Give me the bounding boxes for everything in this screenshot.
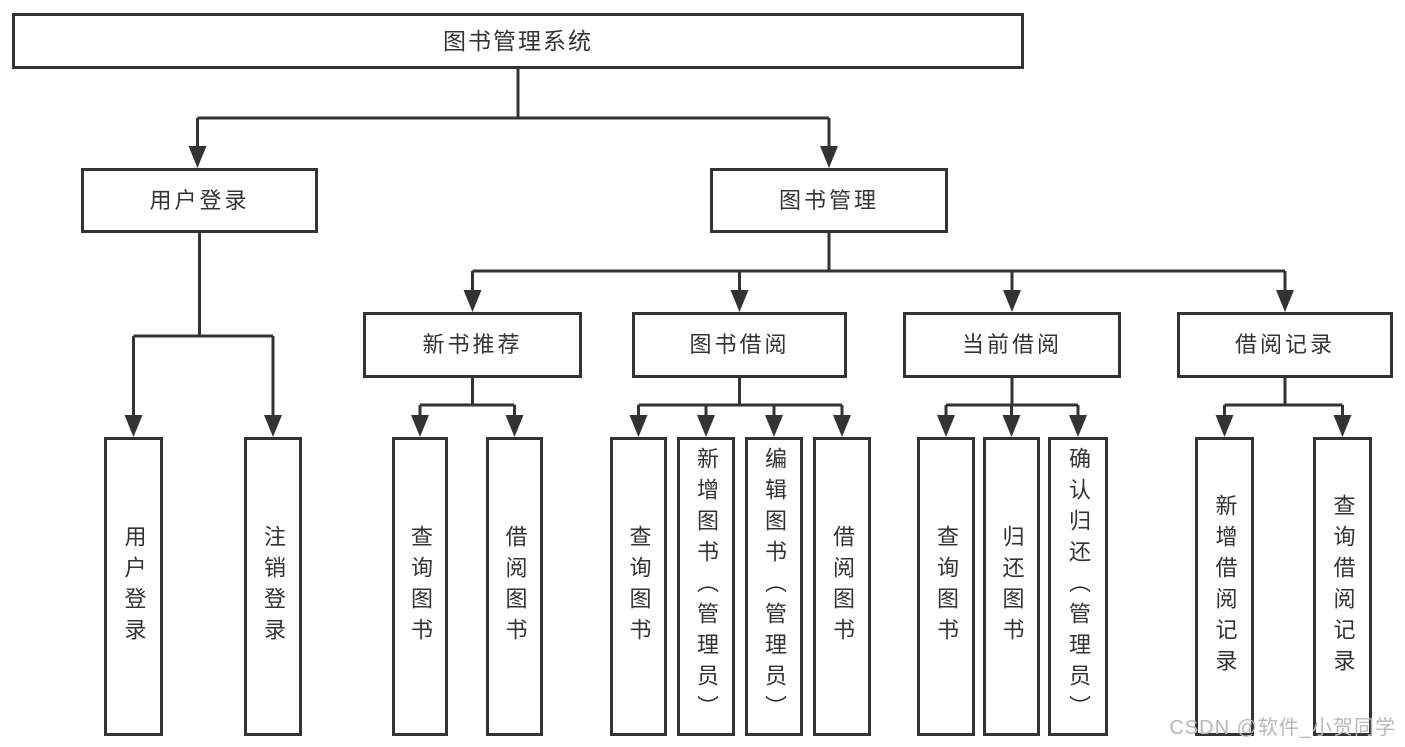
csdn-watermark: CSDN @软件_小贺同学 bbox=[1169, 717, 1396, 739]
connector-root-to-level2 bbox=[196, 69, 831, 150]
arrowheads bbox=[124, 146, 1352, 437]
leaf-edit-book-admin: 编辑图书（管理员） bbox=[745, 437, 803, 736]
node-book-borrow: 图书借阅 bbox=[632, 312, 847, 378]
node-book-management-label: 图书管理 bbox=[778, 187, 879, 213]
arrowhead bbox=[833, 415, 851, 437]
leaf-query-books-recommend-label: 查询图书 bbox=[408, 524, 433, 649]
leaf-query-books-recommend: 查询图书 bbox=[392, 437, 448, 736]
arrowhead bbox=[937, 415, 955, 437]
arrowhead bbox=[629, 415, 648, 437]
arrowhead bbox=[463, 290, 482, 312]
leaf-confirm-return-admin: 确认归还（管理员） bbox=[1048, 437, 1108, 736]
leaf-query-borrow-record: 查询借阅记录 bbox=[1313, 437, 1372, 736]
leaf-user-login-label: 用户登录 bbox=[121, 524, 147, 649]
node-root-system: 图书管理系统 bbox=[12, 13, 1024, 69]
arrowhead bbox=[697, 415, 715, 437]
arrowhead bbox=[188, 146, 207, 168]
node-root-system-label: 图书管理系统 bbox=[443, 27, 593, 54]
leaf-user-login: 用户登录 bbox=[104, 437, 163, 736]
arrowhead bbox=[1003, 290, 1021, 312]
node-current-borrow-label: 当前借阅 bbox=[961, 332, 1062, 357]
arrowhead bbox=[264, 415, 282, 437]
connector-borrow-records-group bbox=[1223, 378, 1344, 421]
leaf-add-book-admin-label: 新增图书（管理员） bbox=[694, 447, 719, 726]
node-user-login-label: 用户登录 bbox=[149, 187, 250, 213]
connector-new-book-recommend-group bbox=[418, 378, 516, 421]
arrowhead bbox=[124, 415, 143, 437]
node-book-borrow-label: 图书借阅 bbox=[689, 332, 790, 357]
connector-segments bbox=[132, 69, 1344, 421]
leaf-edit-book-admin-label: 编辑图书（管理员） bbox=[762, 447, 787, 726]
leaf-logout: 注销登录 bbox=[244, 437, 302, 736]
leaf-add-borrow-record-label: 新增借阅记录 bbox=[1212, 493, 1238, 680]
arrowhead bbox=[1333, 415, 1352, 437]
leaf-query-books-borrow-label: 查询图书 bbox=[626, 524, 652, 649]
arrowhead bbox=[1215, 415, 1234, 437]
arrowhead bbox=[730, 290, 749, 312]
node-new-book-recommend: 新书推荐 bbox=[363, 312, 582, 378]
node-current-borrow: 当前借阅 bbox=[903, 312, 1121, 378]
node-book-management: 图书管理 bbox=[710, 168, 948, 233]
leaf-borrow-books-recommend-label: 借阅图书 bbox=[502, 524, 528, 649]
arrowhead bbox=[1002, 415, 1021, 437]
leaf-add-borrow-record: 新增借阅记录 bbox=[1195, 437, 1254, 736]
node-new-book-recommend-label: 新书推荐 bbox=[422, 332, 523, 357]
arrowhead bbox=[505, 415, 524, 437]
arrowhead bbox=[1069, 415, 1087, 437]
connector-current-borrow-group bbox=[944, 378, 1080, 421]
leaf-return-book-label: 归还图书 bbox=[999, 524, 1025, 649]
leaf-logout-label: 注销登录 bbox=[261, 524, 286, 649]
node-borrow-records: 借阅记录 bbox=[1177, 312, 1393, 378]
connector-book-borrow-group bbox=[637, 378, 844, 421]
leaf-query-books-current: 查询图书 bbox=[917, 437, 975, 736]
leaf-add-book-admin: 新增图书（管理员） bbox=[677, 437, 735, 736]
connector-book-management-branch bbox=[471, 233, 1287, 296]
leaf-borrow-books-label: 借阅图书 bbox=[830, 524, 855, 649]
leaf-borrow-books: 借阅图书 bbox=[813, 437, 871, 736]
arrowhead bbox=[765, 415, 783, 437]
node-borrow-records-label: 借阅记录 bbox=[1234, 332, 1335, 357]
leaf-query-books-borrow: 查询图书 bbox=[610, 437, 667, 736]
leaf-confirm-return-admin-label: 确认归还（管理员） bbox=[1066, 447, 1091, 726]
node-user-login: 用户登录 bbox=[81, 168, 318, 233]
arrowhead bbox=[1276, 290, 1294, 312]
arrowhead bbox=[820, 146, 838, 168]
leaf-return-book: 归还图书 bbox=[983, 437, 1040, 736]
leaf-query-borrow-record-label: 查询借阅记录 bbox=[1330, 493, 1356, 680]
leaf-borrow-books-recommend: 借阅图书 bbox=[486, 437, 543, 736]
arrowhead bbox=[411, 415, 429, 437]
leaf-query-books-current-label: 查询图书 bbox=[934, 524, 959, 649]
connector-user-login-branch bbox=[132, 233, 275, 421]
